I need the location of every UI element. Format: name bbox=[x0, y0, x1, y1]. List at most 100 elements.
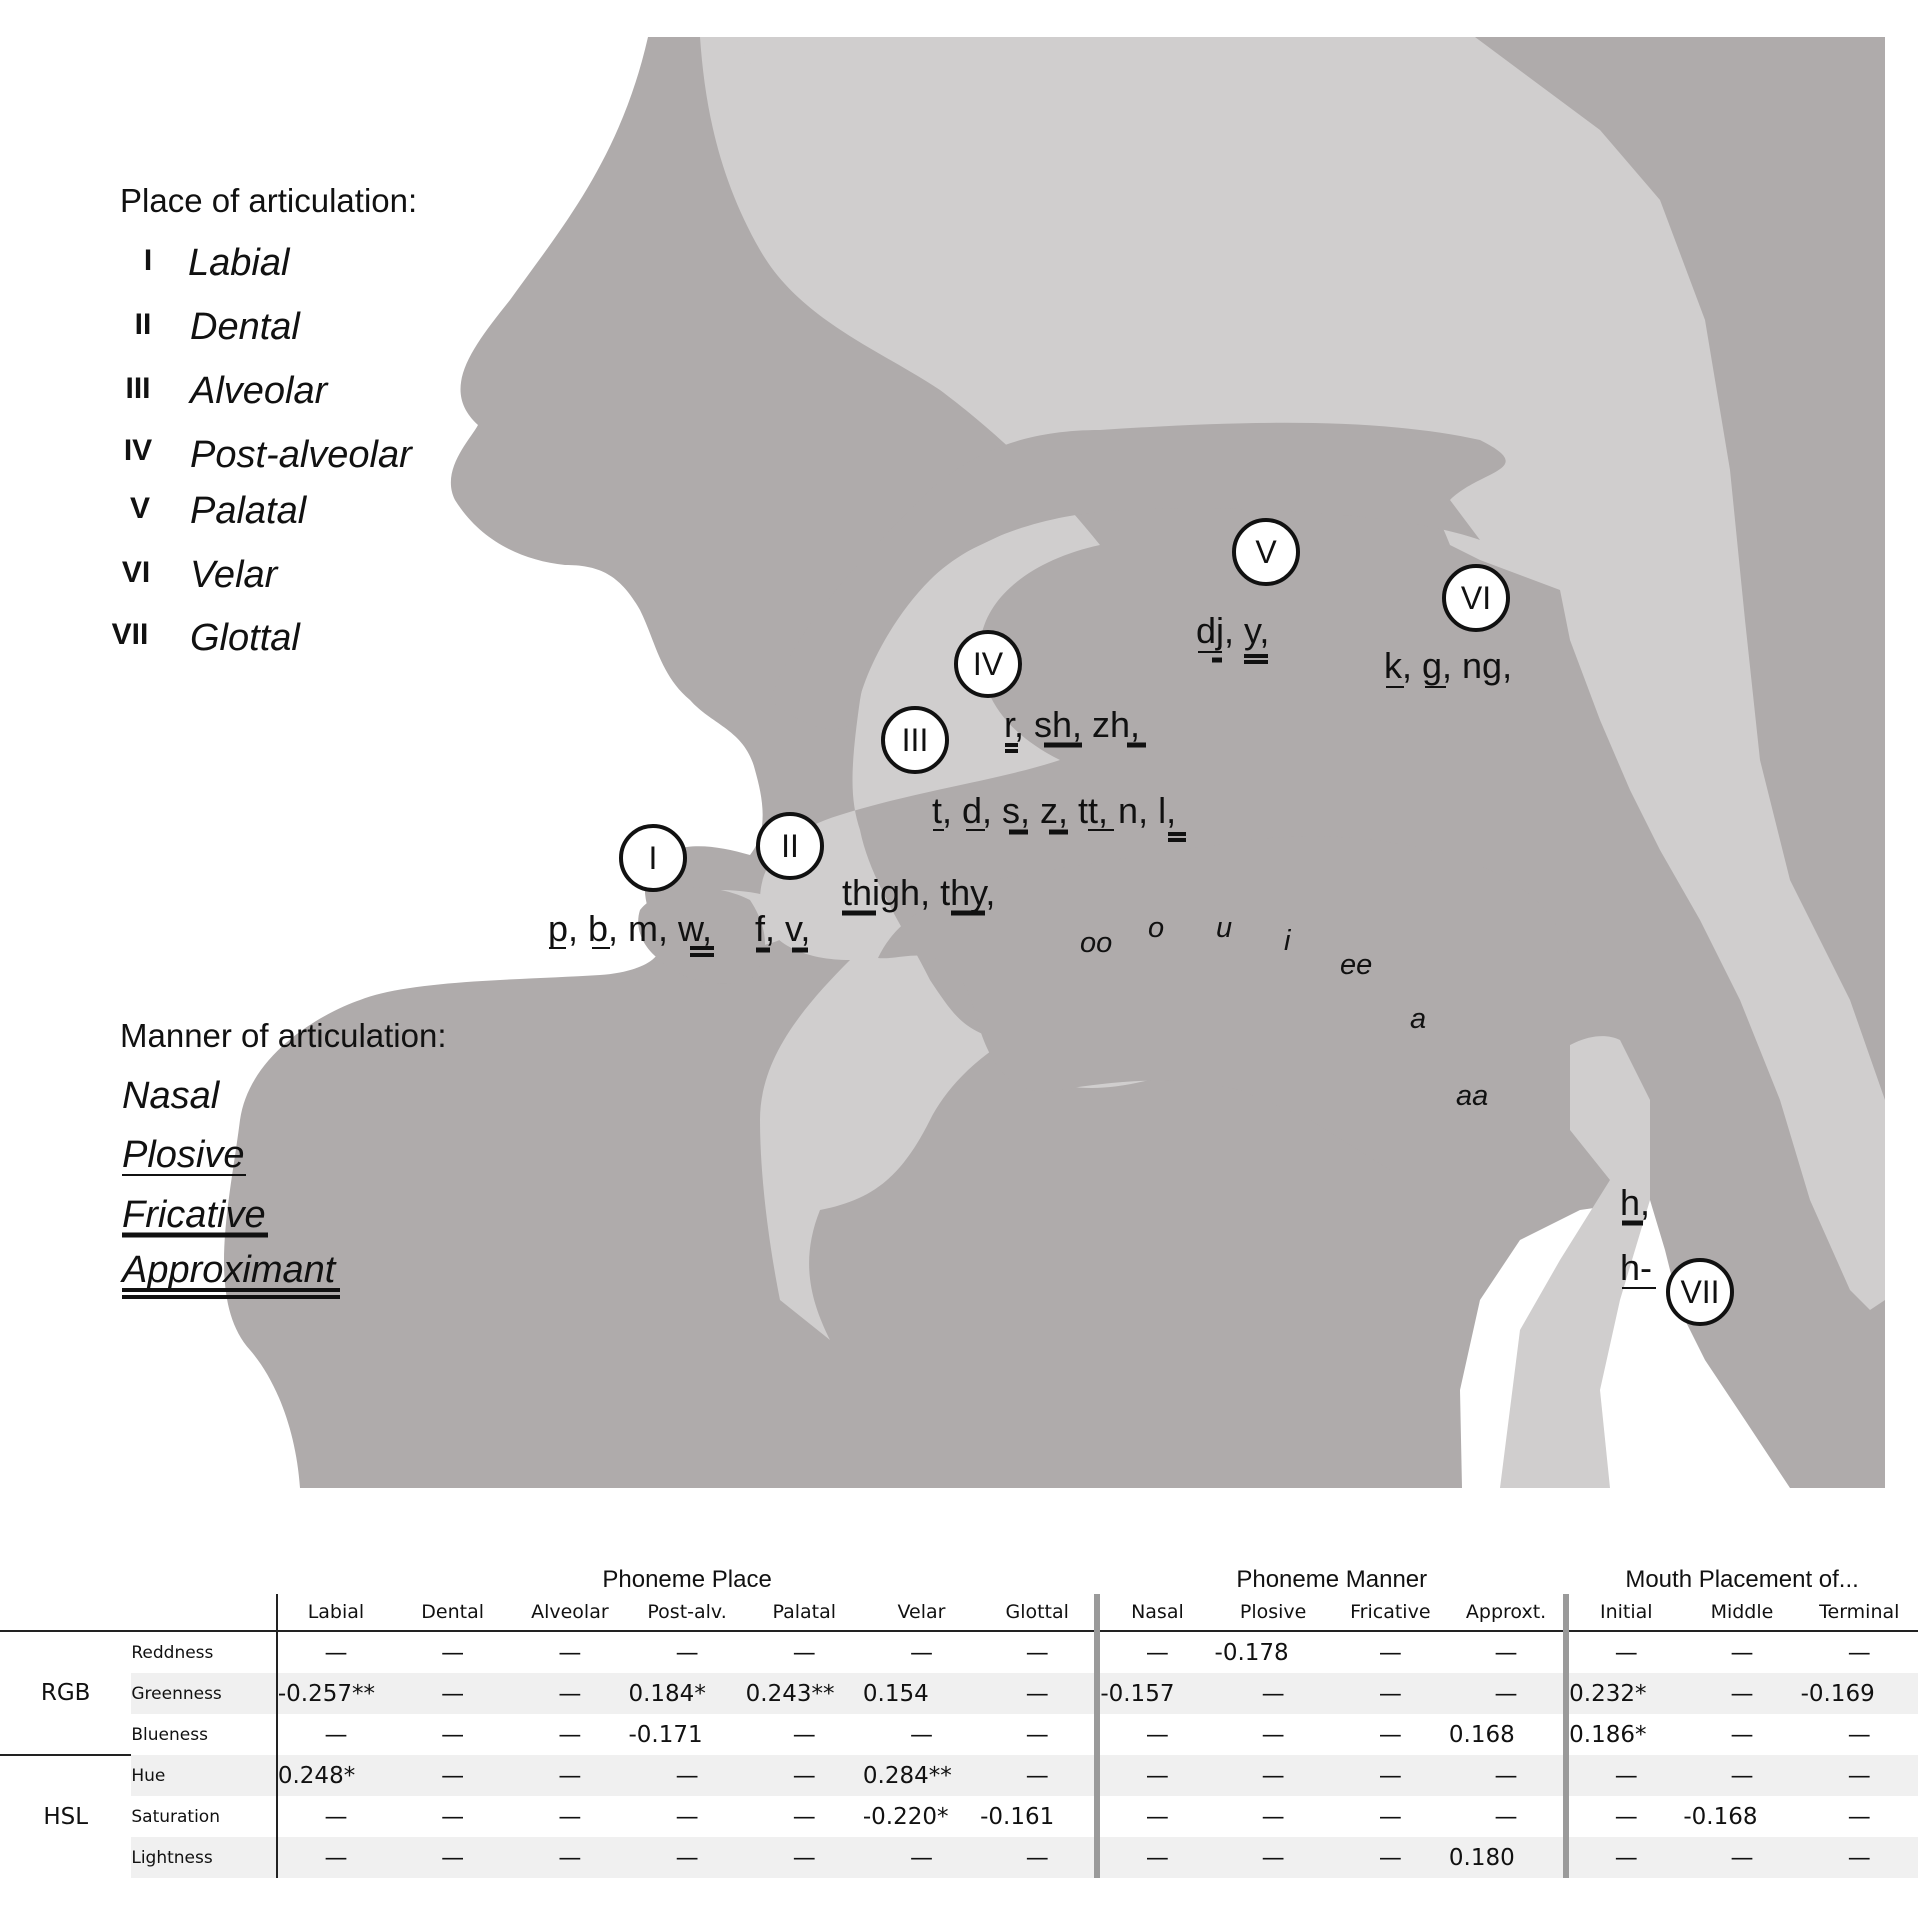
table-cell: — bbox=[792, 1639, 816, 1666]
table-cell: — bbox=[394, 1673, 512, 1714]
vowel-aa: aa bbox=[1456, 1080, 1488, 1112]
table-row: Saturation—————-0.220*-0.161—————-0.168— bbox=[0, 1796, 1918, 1837]
table-cell: — bbox=[1094, 1755, 1215, 1796]
table-cell: — bbox=[909, 1639, 933, 1666]
place-numeral-3: III bbox=[125, 372, 150, 405]
table-cell: — bbox=[1094, 1631, 1215, 1673]
phonemes-velar: k, g, ng, bbox=[1384, 645, 1512, 686]
table-cell: — bbox=[441, 1803, 465, 1830]
marker-circle-6 bbox=[1442, 564, 1510, 632]
table-cell: — bbox=[1563, 1631, 1684, 1673]
place-name-4: Post-alveolar bbox=[190, 434, 413, 476]
table-cell: — bbox=[558, 1803, 582, 1830]
vowel-i: i bbox=[1284, 925, 1292, 957]
table-cell: — bbox=[862, 1837, 981, 1878]
phonemes-dental-th: thigh, thy, bbox=[842, 872, 995, 913]
metric-label: Lightness bbox=[131, 1837, 277, 1878]
place-numeral-5: V bbox=[130, 492, 150, 525]
table-cell: — bbox=[441, 1721, 465, 1748]
table-cell: — bbox=[1261, 1721, 1285, 1748]
table-cell: — bbox=[1214, 1755, 1332, 1796]
col-glottal: Glottal bbox=[980, 1594, 1098, 1632]
table-cell: 0.232* bbox=[1563, 1673, 1684, 1714]
marker-circle-4 bbox=[954, 630, 1022, 698]
table-cell: — bbox=[1800, 1837, 1918, 1878]
nasal-tissue bbox=[735, 37, 1520, 250]
manner-legend-list: Nasal Plosive Fricative Approximant bbox=[120, 1075, 340, 1299]
place-name-2: Dental bbox=[190, 306, 301, 348]
table-cell: 0.284** bbox=[862, 1755, 981, 1796]
table-cell: 0.168 bbox=[1448, 1721, 1515, 1748]
table-cell: — bbox=[394, 1755, 512, 1796]
table-cell: — bbox=[1730, 1721, 1754, 1748]
table-cell: — bbox=[511, 1837, 629, 1878]
table-cell: 0.186* bbox=[1563, 1714, 1684, 1755]
table-cell: — bbox=[980, 1673, 1098, 1714]
table-cell: 0.248* bbox=[275, 1755, 395, 1796]
table-cell: — bbox=[980, 1755, 1098, 1796]
metric-label: Hue bbox=[131, 1755, 277, 1796]
table-cell: — bbox=[441, 1639, 465, 1666]
table-cell: -0.168 bbox=[1683, 1803, 1758, 1830]
table-cell: — bbox=[745, 1837, 863, 1878]
place-markers bbox=[619, 518, 1734, 1326]
table-cell: — bbox=[1847, 1803, 1871, 1830]
table-cell: — bbox=[1331, 1837, 1449, 1878]
phonemes-glottal-1: h, bbox=[1620, 1182, 1650, 1223]
table-row: Lightness——————————0.180——— bbox=[0, 1837, 1918, 1878]
table-cell: — bbox=[909, 1721, 933, 1748]
table-cell: — bbox=[1261, 1803, 1285, 1830]
place-name-3: Alveolar bbox=[188, 370, 329, 412]
table-cell: -0.220* bbox=[862, 1803, 949, 1830]
table-cell: — bbox=[1331, 1755, 1449, 1796]
phonemes-palatal: dj, y, bbox=[1196, 610, 1269, 651]
col-plosive: Plosive bbox=[1214, 1594, 1332, 1632]
col-velar: Velar bbox=[862, 1594, 981, 1632]
place-numeral-1: I bbox=[144, 244, 152, 277]
table-cell: — bbox=[792, 1803, 816, 1830]
marker-label-3: III bbox=[902, 722, 929, 758]
place-numeral-4: IV bbox=[124, 434, 152, 467]
color-space-label: HSL bbox=[0, 1754, 132, 1878]
table-cell: — bbox=[511, 1755, 629, 1796]
table-cell: — bbox=[1494, 1639, 1518, 1666]
place-numeral-2: II bbox=[135, 308, 152, 341]
vowel-o: o bbox=[1148, 912, 1164, 944]
vowel-oo: oo bbox=[1080, 927, 1112, 959]
phoneme-underlines bbox=[549, 651, 1656, 1289]
marker-label-5: V bbox=[1255, 534, 1277, 570]
col-post-alv: Post-alv. bbox=[628, 1594, 746, 1632]
marker-circle-3 bbox=[881, 706, 949, 774]
col-dental: Dental bbox=[394, 1594, 512, 1632]
marker-label-4: IV bbox=[973, 646, 1004, 682]
table-cell: — bbox=[1847, 1721, 1871, 1748]
table-cell: 0.180 bbox=[1448, 1837, 1567, 1878]
col-labial: Labial bbox=[275, 1594, 395, 1632]
vocal-tract-diagram: Place of articulation: I Labial II Denta… bbox=[112, 37, 1885, 1488]
lower-lip bbox=[638, 887, 765, 984]
marker-circle-2 bbox=[756, 812, 824, 880]
tongue bbox=[878, 836, 1570, 1210]
place-legend-list: I Labial II Dental III Alveolar IV Post-… bbox=[112, 242, 413, 659]
table-cell: 0.243** bbox=[745, 1673, 863, 1714]
table-cell: — bbox=[1730, 1639, 1754, 1666]
group-header-row: Phoneme Place Phoneme Manner Mouth Place… bbox=[0, 1556, 1918, 1594]
place-numeral-6: VI bbox=[122, 556, 150, 589]
table-cell: — bbox=[1331, 1673, 1449, 1714]
col-terminal: Terminal bbox=[1800, 1594, 1918, 1632]
manner-fricative: Fricative bbox=[122, 1194, 266, 1236]
table-cell: — bbox=[275, 1837, 395, 1878]
table-cell: — bbox=[511, 1673, 629, 1714]
table-cell: -0.171 bbox=[628, 1721, 703, 1748]
place-legend-title: Place of articulation: bbox=[120, 182, 417, 219]
phonemes-alveolar: t, d, s, z, tt, n, l, bbox=[932, 790, 1176, 831]
col-initial: Initial bbox=[1563, 1594, 1684, 1632]
marker-circle-5 bbox=[1232, 518, 1300, 586]
marker-circle-1 bbox=[619, 824, 687, 892]
metric-label: Saturation bbox=[131, 1806, 220, 1827]
marker-label-2: II bbox=[781, 828, 799, 864]
place-name-7: Glottal bbox=[190, 617, 301, 659]
group-mouth-placement: Mouth Placement of... bbox=[1625, 1566, 1859, 1593]
